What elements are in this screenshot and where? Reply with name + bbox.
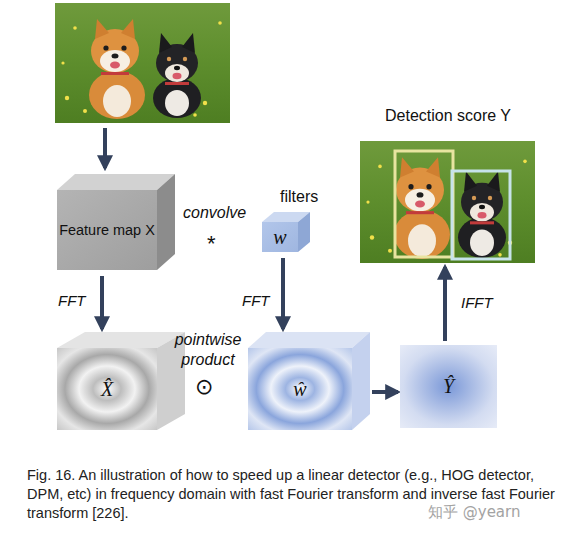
node-label: w — [273, 225, 286, 250]
input-arrow — [103, 128, 107, 168]
edge-label: IFFT — [461, 294, 493, 311]
detection-box — [452, 171, 510, 259]
flow-arrow — [100, 276, 104, 329]
detection-box — [395, 151, 453, 257]
node-label: Ŷ — [443, 374, 454, 399]
node-face: w — [262, 222, 298, 252]
cube-front — [57, 190, 157, 270]
node-label: ŵ — [293, 377, 306, 402]
node-label: Feature map X — [59, 221, 155, 239]
spectrum-cube: X̂ — [57, 332, 185, 430]
input-photo — [55, 3, 230, 123]
filter-spectrum-cube: ŵ — [248, 332, 370, 430]
detection-result: Detection score Y — [360, 104, 536, 262]
filter-cube: w — [262, 212, 310, 252]
node-outline — [248, 332, 370, 430]
flow-arrow — [372, 390, 398, 394]
cube-side — [157, 174, 175, 270]
operation-label: convolve — [183, 203, 246, 223]
cube-side — [352, 332, 370, 430]
node-face: Feature map X — [57, 190, 157, 270]
cube-top — [57, 174, 175, 190]
operator-symbol: * — [207, 230, 216, 258]
node-face: X̂ — [57, 348, 157, 430]
score-spectrum: Ŷ — [400, 345, 497, 428]
node-label: X̂ — [101, 377, 113, 402]
detection-photo — [360, 141, 535, 263]
cube-front — [400, 345, 497, 428]
edge-label: FFT — [58, 292, 86, 309]
operation-label: pointwise product — [166, 330, 250, 370]
cube-top — [248, 332, 370, 348]
flow-arrow — [443, 267, 447, 341]
feature-map-cube: Feature map X — [57, 174, 175, 270]
node-face: Ŷ — [400, 345, 497, 428]
flow-arrow — [281, 258, 285, 329]
operator-symbol: ⊙ — [195, 373, 213, 401]
panel-heading: Detection score Y — [360, 104, 536, 125]
edge-label: FFT — [242, 292, 270, 309]
watermark: 知乎 @yearn — [428, 503, 520, 522]
figure-caption: Fig. 16. An illustration of how to speed… — [27, 466, 565, 523]
cube-front — [57, 348, 157, 430]
node-face: ŵ — [248, 348, 352, 430]
node-outline — [57, 332, 185, 430]
cube-side — [298, 212, 310, 252]
part-label: filters — [280, 187, 318, 207]
cube-front — [262, 222, 298, 252]
cube-front — [248, 348, 352, 430]
